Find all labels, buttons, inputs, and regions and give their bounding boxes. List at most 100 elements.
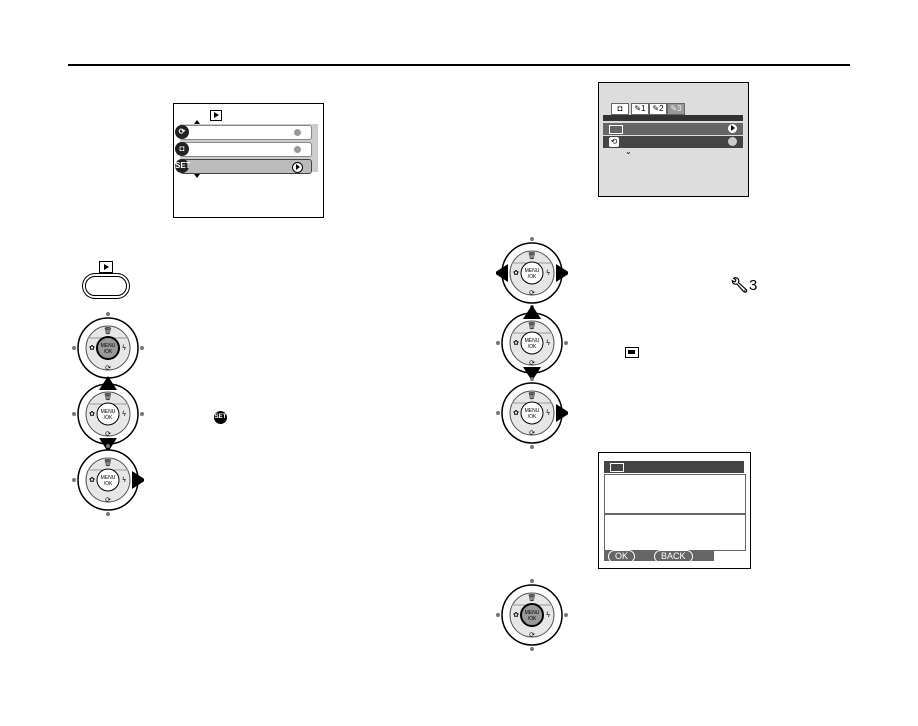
screen-inline-icon — [625, 347, 639, 358]
tab-wrench-1[interactable]: ✎1 — [631, 103, 649, 115]
arrow-right-icon — [292, 162, 303, 173]
menu-label: MENU — [525, 338, 540, 344]
dpad-right-2[interactable]: MENU/OK🗑︎✿ϟ⟳ — [496, 375, 568, 451]
arrow-left-icon — [496, 264, 508, 282]
menu-row-reset[interactable]: ⟲ — [603, 136, 743, 148]
dpad-dot — [564, 613, 568, 617]
menu-row-rotate[interactable]: ⟳ — [175, 125, 312, 140]
ok-label: /OK — [104, 481, 113, 487]
dpad-press-ok[interactable]: MENU/OK🗑︎✿ϟ⟳ — [496, 577, 568, 653]
divider — [605, 513, 745, 515]
timer-icon: ⟳ — [105, 430, 111, 438]
dpad-dot — [106, 312, 110, 316]
flash-icon: ϟ — [546, 339, 551, 347]
ok-label: /OK — [528, 616, 537, 622]
dpad-icon: MENU/OK🗑︎✿ϟ⟳ — [72, 444, 144, 516]
macro-icon: ✿ — [89, 344, 95, 352]
dpad-dot — [496, 411, 500, 415]
dpad-dot — [496, 341, 500, 345]
confirm-header-bar — [604, 461, 744, 473]
trash-icon: 🗑︎ — [528, 251, 537, 260]
dpad-dot — [530, 647, 534, 651]
menu-row-protect[interactable]: ◘ — [175, 142, 312, 157]
macro-icon: ✿ — [513, 339, 519, 347]
menu-ok-button — [520, 401, 544, 425]
flash-icon: ϟ — [122, 344, 127, 352]
menu-label: MENU — [101, 409, 116, 415]
dpad-right[interactable]: MENU/OK🗑︎✿ϟ⟳ — [72, 442, 144, 518]
reset-icon: ⟲ — [609, 137, 619, 147]
dpad-up-down-2[interactable]: MENU/OK🗑︎✿ϟ⟳ — [496, 305, 568, 381]
dpad-dot — [72, 346, 76, 350]
flash-icon: ϟ — [122, 410, 127, 418]
menu-label: MENU — [525, 268, 540, 274]
menu-screen-playback: ⟳ ◘ SET — [173, 103, 324, 218]
menu-label: MENU — [101, 343, 116, 349]
dpad-dot — [530, 445, 534, 449]
camera-icon: ◘ — [611, 103, 629, 115]
menu-ok-button — [520, 331, 544, 355]
trash-icon: 🗑︎ — [528, 593, 537, 602]
arrow-up-icon — [523, 305, 541, 319]
trash-icon: 🗑︎ — [528, 391, 537, 400]
dpad-press-menu[interactable]: MENU/OK🗑︎✿ϟ⟳ — [72, 310, 144, 386]
wrench-icon: 🔧︎ — [730, 277, 750, 294]
macro-icon: ✿ — [89, 476, 95, 484]
tab-wrench-2[interactable]: ✎2 — [649, 103, 667, 115]
dpad-icon: MENU/OK🗑︎✿ϟ⟳ — [72, 376, 144, 452]
header-rule — [68, 64, 850, 66]
dpad-dot — [530, 579, 534, 583]
dpad-icon: MENU/OK🗑︎✿ϟ⟳ — [72, 312, 144, 384]
arrow-up-icon — [99, 376, 117, 390]
wrench-icon: ✎ — [652, 104, 660, 113]
back-key[interactable]: BACK — [654, 550, 693, 563]
dpad-dot — [496, 613, 500, 617]
arrow-right-icon — [556, 404, 568, 422]
macro-icon: ✿ — [513, 409, 519, 417]
dpad-icon: MENU/OK🗑︎✿ϟ⟳ — [496, 579, 568, 651]
menu-row-display[interactable] — [603, 123, 743, 135]
trash-icon: 🗑︎ — [528, 321, 537, 330]
option-dot-icon — [294, 129, 301, 136]
trash-icon: 🗑︎ — [104, 458, 113, 467]
dpad-dot — [72, 478, 76, 482]
menu-row-set[interactable]: SET — [175, 159, 312, 174]
dpad-dot — [530, 377, 534, 381]
ok-key[interactable]: OK — [608, 550, 636, 563]
dpad-left-right[interactable]: MENU/OK🗑︎✿ϟ⟳ — [496, 235, 568, 311]
dpad-dot — [72, 412, 76, 416]
menu-screen-setup: ◘ ✎1 ✎2 ✎3 ⟲ ⌄ — [598, 82, 749, 197]
timer-icon: ⟳ — [529, 631, 535, 639]
timer-icon: ⟳ — [105, 496, 111, 504]
set-inline-icon: SET — [214, 411, 227, 424]
arrow-right-icon — [728, 124, 737, 133]
tab-bar: ◘ ✎1 ✎2 ✎3 — [611, 103, 731, 115]
timer-icon: ⟳ — [529, 429, 535, 437]
confirm-screen: OK BACK — [598, 452, 751, 569]
macro-icon: ✿ — [513, 611, 519, 619]
dpad-dot — [106, 444, 110, 448]
playback-tab-icon — [210, 110, 222, 121]
confirm-body — [604, 474, 746, 551]
playback-label-icon — [99, 261, 113, 273]
down-chevron-icon: ⌄ — [625, 147, 632, 156]
trash-icon: 🗑︎ — [104, 326, 113, 335]
arrow-down-icon — [523, 367, 541, 381]
dpad-up-down[interactable]: MENU/OK🗑︎✿ϟ⟳ — [72, 376, 144, 452]
ok-label: /OK — [528, 414, 537, 420]
timer-icon: ⟳ — [105, 364, 111, 372]
flash-icon: ϟ — [546, 611, 551, 619]
screen-icon — [609, 125, 623, 134]
playback-button[interactable] — [85, 258, 127, 298]
dpad-icon: MENU/OK🗑︎✿ϟ⟳ — [496, 237, 568, 309]
confirm-footer: OK BACK — [604, 550, 714, 563]
tab-wrench-3[interactable]: ✎3 — [667, 103, 685, 115]
playback-button-shape — [85, 276, 127, 296]
ok-label: /OK — [104, 415, 113, 421]
dpad-icon: MENU/OK🗑︎✿ϟ⟳ — [496, 305, 568, 381]
timer-icon: ⟳ — [529, 289, 535, 297]
ok-label: /OK — [528, 344, 537, 350]
wrench3-inline: 🔧︎3 — [730, 277, 758, 294]
dpad-dot — [106, 512, 110, 516]
menu-label: MENU — [525, 408, 540, 414]
